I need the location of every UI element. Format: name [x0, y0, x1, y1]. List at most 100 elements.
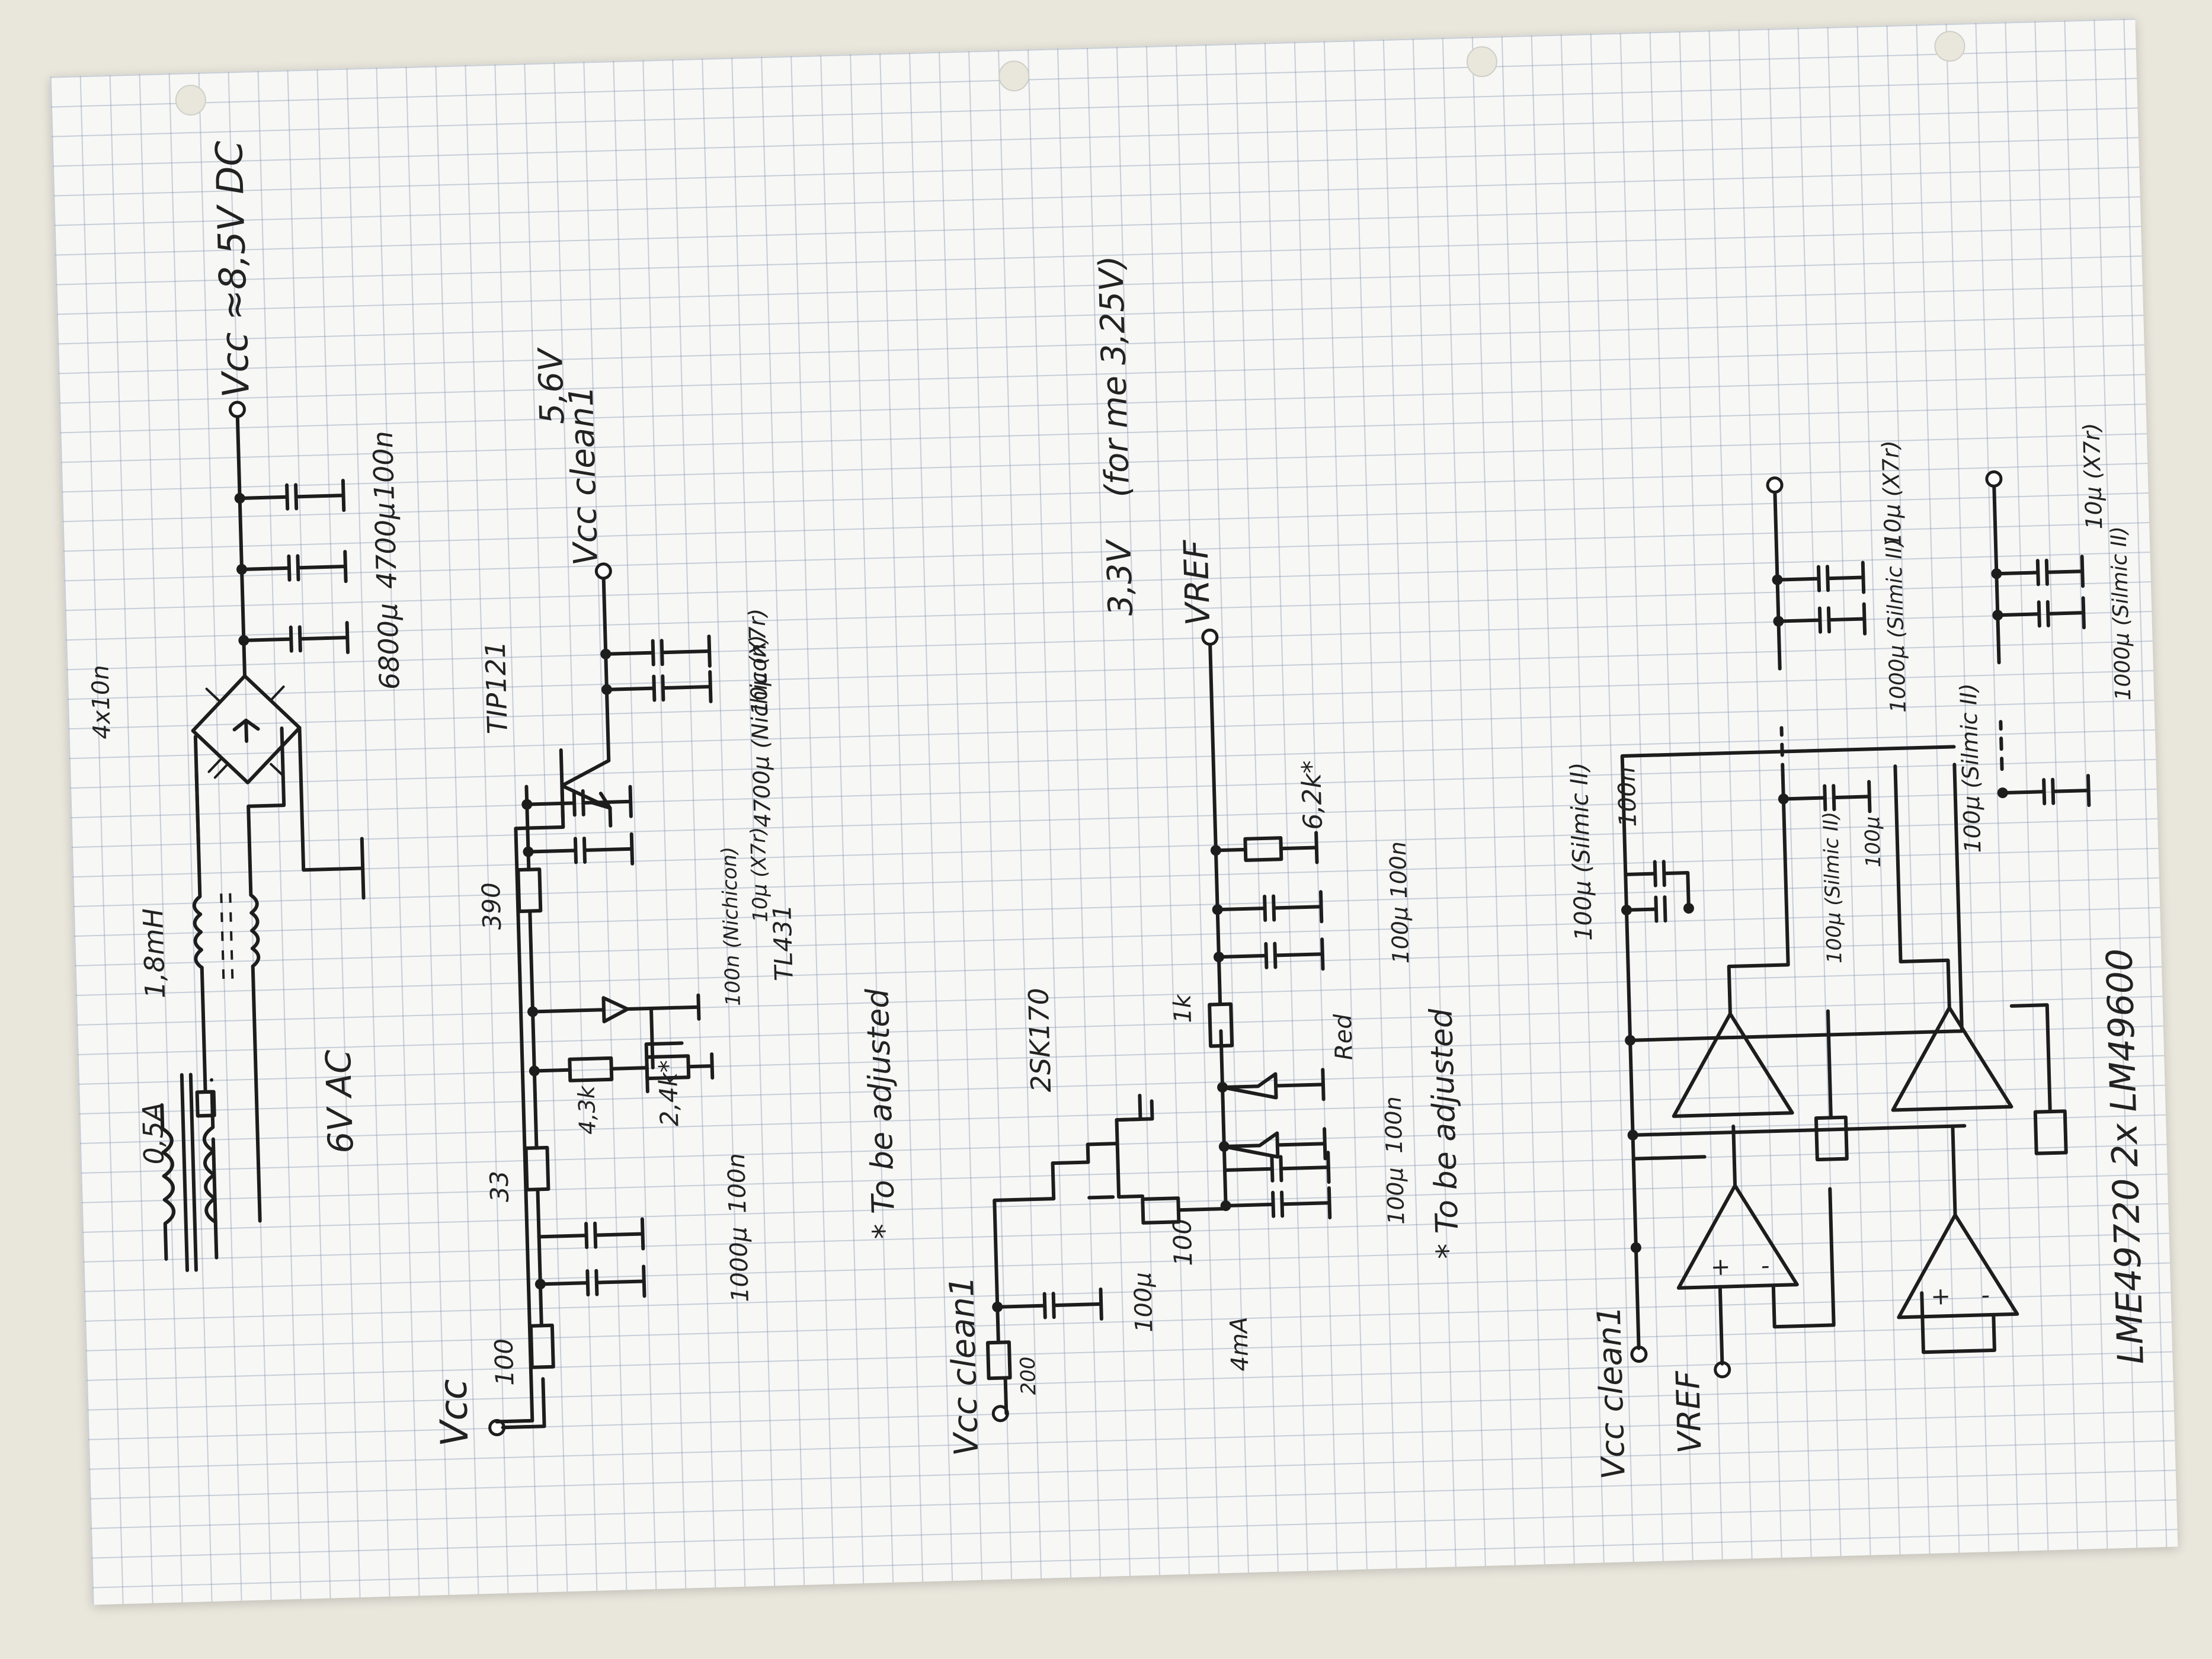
- section-shunt-regulator: Vcc 100 33 390 4,3k 2,4k* 1000µ 100n TL4…: [431, 346, 902, 1447]
- wire: [528, 909, 539, 1150]
- cap-1000u: [538, 1264, 646, 1298]
- vref-voltage-label: 3,3V: [1100, 538, 1141, 617]
- wire: [1893, 764, 1951, 1010]
- bridge-cap: [270, 763, 284, 777]
- cap-10u-x7r-2: [1995, 555, 2085, 588]
- opamp-1: [1676, 1183, 1799, 1290]
- filter-cap-label: 100n: [367, 430, 401, 500]
- resistor-label: 100: [1167, 1218, 1198, 1267]
- wire: [1920, 1124, 1996, 1354]
- cap-label: 100µ (Silmic II): [1566, 762, 1598, 941]
- cap-100n-nichicon: [526, 832, 635, 866]
- cap-label: 100µ (Silmic II): [1819, 811, 1846, 963]
- tip121-transistor: [559, 748, 612, 823]
- ground: [686, 1052, 715, 1080]
- cap-100u-silmic: [1624, 895, 1667, 923]
- ground: [1279, 831, 1319, 864]
- opamp-plus: +: [1931, 1283, 1951, 1311]
- cap-label: 100µ: [1382, 1167, 1410, 1225]
- cap-10u: [604, 634, 712, 668]
- cap-100u-silmic-out2: [2000, 774, 2091, 808]
- fuse-label: 0,5A: [136, 1102, 170, 1165]
- ac-input-label: 6V AC: [318, 1049, 361, 1154]
- emitter-arrow: [590, 792, 612, 810]
- cap-10u-x7r: [1775, 561, 1866, 594]
- cap-label: 100n: [1385, 841, 1413, 899]
- cap-label: 4700µ (Nichicon): [744, 635, 776, 828]
- cap-label: 1000µ: [725, 1226, 754, 1302]
- opamp-3: [1897, 1213, 2019, 1319]
- wire: [1727, 773, 1790, 1016]
- vcc-terminal: [228, 401, 246, 418]
- cap-100n-bias: [1222, 1151, 1331, 1184]
- cap-label: 10µ (X7r): [1877, 440, 1906, 547]
- cap-label: 100µ: [1861, 816, 1886, 868]
- ground: [661, 993, 701, 1021]
- opamp-minus: -: [1981, 1282, 1990, 1309]
- resistor-label: 100: [489, 1338, 519, 1386]
- cap-label: 1000µ (Silmic II): [2107, 526, 2136, 700]
- resistor-label: 390: [476, 882, 507, 931]
- rail: [1631, 1124, 1967, 1137]
- cap-label: 100n: [723, 1153, 752, 1214]
- bridge-cap: [271, 686, 285, 700]
- wire: [251, 964, 262, 1223]
- cap-label: 10µ (X7r): [2078, 422, 2107, 530]
- resistor-label: 4,3k: [574, 1084, 601, 1135]
- vcc-clean1-label: Vcc clean1: [943, 1276, 986, 1457]
- led-label: Red: [1330, 1013, 1358, 1061]
- resistor-label: 1k: [1169, 993, 1197, 1024]
- dashed-continuation: [1999, 720, 2004, 771]
- wire: [993, 1197, 1056, 1344]
- cap-label: 10µ (X7r): [744, 608, 773, 715]
- filter-caps: [238, 479, 350, 654]
- section-reference: Vcc clean1 200 100µ 2SK170 100 4mA 1k 10…: [943, 255, 1466, 1457]
- wire: [1003, 1376, 1009, 1415]
- dc-bus: [235, 414, 247, 678]
- bridge-diode-symbol: [232, 718, 260, 743]
- coupling-dashes: [219, 884, 225, 979]
- cap-100n: [537, 1217, 645, 1251]
- schematic-drawing: 0,5A 1,8mH 6V AC 4x10n 6800µ 4700µ 100n …: [87, 140, 2152, 1480]
- resistor-4k3: [568, 1056, 614, 1082]
- resistor-feedback: [1814, 1115, 1849, 1162]
- wire: [536, 1187, 543, 1328]
- bridge-caps-label: 4x10n: [87, 665, 116, 740]
- resistor-feedback: [2033, 1109, 2068, 1155]
- resistor-200: [985, 1340, 1012, 1381]
- resistor-33: [524, 1145, 550, 1192]
- cap-label: 10µ (X7r): [746, 827, 772, 923]
- cap-100u-in: [995, 1287, 1103, 1321]
- resistor-390: [516, 867, 543, 914]
- transistor-label: TIP121: [479, 640, 514, 735]
- inductor-bottom: [247, 726, 286, 968]
- section-transformer: 0,5A 1,8mH 6V AC 4x10n 6800µ 4700µ 100n …: [87, 140, 406, 1272]
- output-terminal-2: [1985, 470, 2003, 488]
- wire: [532, 1068, 572, 1073]
- bridge-cap: [205, 687, 220, 702]
- cap-label: 100µ: [1129, 1272, 1158, 1333]
- voltage-label: 5,6V: [532, 346, 572, 425]
- inductor-label: 1,8mH: [137, 908, 171, 999]
- cap-100u-ref: [1217, 937, 1325, 971]
- shunt-ic-label: TL431: [767, 904, 799, 982]
- footnote: * To be adjusted: [1423, 1007, 1466, 1259]
- resistor-6k2: [1243, 836, 1283, 862]
- vcc-output-label: Vcc ≈8,5V DC: [207, 140, 258, 399]
- cap-100n: [1624, 860, 1691, 910]
- vref-label: VREF: [1669, 1370, 1709, 1454]
- resistor-label: 2,4k*: [653, 1059, 684, 1126]
- bridge-cap: [213, 764, 228, 779]
- transformer-core: [180, 1073, 190, 1272]
- cap-label: 100µ (Silmic II): [1955, 683, 1986, 853]
- vcc-clean1-label: Vcc clean1: [1590, 1305, 1632, 1480]
- jfet-label: 2SK170: [1022, 987, 1057, 1093]
- opamp-plus: +: [1710, 1253, 1731, 1281]
- opamp-part-label: LME49720 2x LM49600: [2099, 948, 2152, 1365]
- cap-10u-x7r: [525, 784, 633, 818]
- resistor-100: [529, 1323, 555, 1369]
- cap-100u-bias: [1224, 1186, 1332, 1220]
- graph-paper-sheet: 0,5A 1,8mH 6V AC 4x10n 6800µ 4700µ 100n …: [50, 18, 2178, 1605]
- wire: [1731, 1125, 1737, 1187]
